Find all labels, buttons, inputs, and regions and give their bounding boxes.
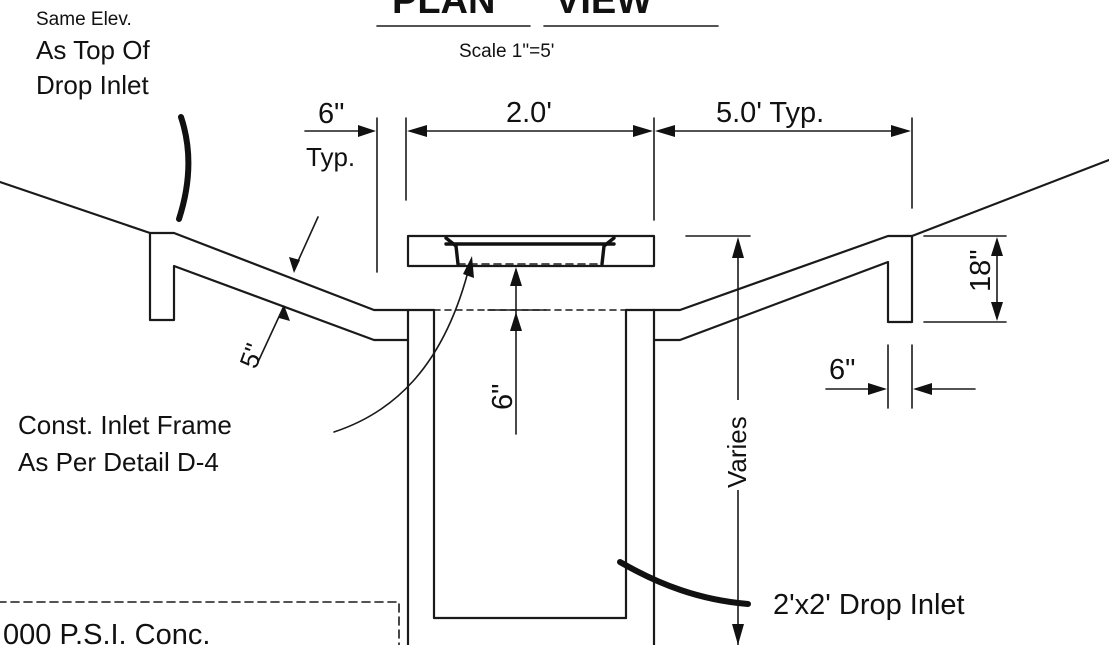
- extension-lines: [376, 117, 1007, 409]
- dim-five-foot: 5.0' Typ.: [655, 97, 911, 137]
- note-concrete-label: 000 P.S.I. Conc.: [3, 619, 210, 645]
- dim-five-inch: 5": [233, 216, 319, 373]
- dim-six-inch-typ-arrow: [358, 125, 376, 137]
- dim-two-foot-label: 2.0': [506, 97, 552, 129]
- title-word-view: VIEW: [555, 0, 652, 22]
- dim-six-vert-label: 6": [487, 384, 519, 410]
- left-wing-top-edge: [148, 231, 410, 312]
- dim-six-inch-typ-label: 6": [318, 98, 344, 130]
- right-wing-outline: [652, 234, 914, 342]
- dim-five-inch-leader-bottom: [257, 307, 284, 363]
- left-wing-bottom-edge: [148, 231, 410, 342]
- dim-six-vert-arrow-top: [510, 267, 522, 286]
- note-elev-line-2: As Top Of: [36, 35, 150, 65]
- right-ground-line: [910, 158, 1109, 238]
- note-frame-line-1: Const. Inlet Frame: [18, 410, 232, 440]
- dim-varies-label: Varies: [722, 416, 752, 488]
- note-inlet-frame: Const. Inlet Frame As Per Detail D-4: [18, 256, 474, 477]
- note-drop-inlet: 2'x2' Drop Inlet: [617, 559, 965, 621]
- dim-six-inch-right-label: 6": [829, 354, 855, 386]
- dim-five-foot-arrow-left: [655, 125, 675, 137]
- dim-two-foot-arrow-left: [407, 125, 427, 137]
- dim-varies: Varies: [720, 237, 754, 645]
- note-elev-line-3: Drop Inlet: [36, 70, 149, 100]
- dim-five-foot-arrow-right: [891, 125, 911, 137]
- drop-inlet-box: [406, 308, 656, 645]
- dim-two-foot-arrow-right: [633, 125, 653, 137]
- dim-six-inch-right-arrow-right: [913, 383, 932, 395]
- dim-varies-arrow-bottom: [732, 624, 744, 645]
- note-elev-leader: [176, 114, 192, 222]
- dim-five-inch-arrow-bottom: [279, 305, 290, 321]
- dim-five-inch-arrow-top: [289, 257, 300, 273]
- dim-six-inch-right-arrow-left: [868, 383, 887, 395]
- note-frame-arrow: [463, 256, 474, 278]
- dim-eighteen-label: 18": [965, 249, 997, 292]
- note-drop-inlet-label: 2'x2' Drop Inlet: [773, 589, 965, 621]
- left-wing-wall: [0, 180, 410, 342]
- note-concrete: 000 P.S.I. Conc.: [0, 601, 400, 645]
- left-ground-line: [0, 180, 152, 235]
- dim-varies-label-bg: [720, 400, 754, 490]
- note-concrete-box: [0, 601, 400, 645]
- note-drop-inlet-leader: [617, 559, 751, 607]
- dim-eighteen-inch: 18": [965, 237, 1003, 321]
- dim-five-inch-label: 5": [233, 340, 269, 373]
- title-word-plan: PLAN: [392, 0, 495, 22]
- dim-five-foot-label: 5.0' Typ.: [716, 97, 824, 129]
- dim-varies-arrow-top: [732, 237, 744, 258]
- note-frame-leader: [333, 263, 471, 433]
- right-wing-wall: [652, 158, 1109, 342]
- dim-eighteen-arrow-top: [991, 237, 1003, 256]
- frame-lip-left: [444, 236, 460, 266]
- inlet-frame-rect: [406, 234, 656, 268]
- note-frame-line-2: As Per Detail D-4: [18, 447, 219, 477]
- dim-six-vert-arrow-bottom: [510, 312, 522, 331]
- note-elev-line-1: Same Elev.: [36, 9, 132, 30]
- inlet-frame: [406, 234, 656, 268]
- dim-six-inch-vertical: 6": [487, 267, 547, 435]
- dim-eighteen-arrow-bottom: [991, 302, 1003, 321]
- scale-label: Scale 1"=5': [459, 41, 554, 62]
- frame-lip-right: [600, 236, 616, 266]
- dim-six-inch-typ: 6" Typ.: [304, 98, 376, 172]
- dim-six-inch-right: 6": [825, 354, 976, 395]
- dim-typ-label: Typ.: [306, 142, 355, 172]
- title-block: PLAN VIEW Scale 1"=5': [376, 0, 719, 62]
- dim-two-foot: 2.0': [407, 97, 653, 137]
- note-same-elevation: Same Elev. As Top Of Drop Inlet: [36, 9, 192, 222]
